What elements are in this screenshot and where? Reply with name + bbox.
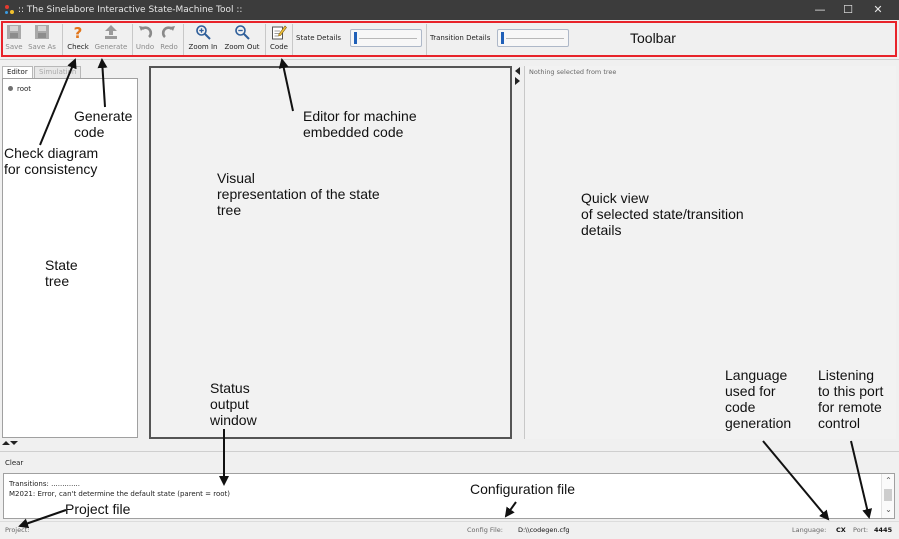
tree-node-icon [8, 86, 13, 91]
output-toolbar: Clear [0, 451, 899, 473]
output-line: Transitions: ............. [9, 480, 81, 488]
annotation-code-editor: Editor for machine embedded code [303, 108, 417, 140]
tab-simulation[interactable]: Simulation [34, 66, 82, 78]
title-bar: :: The Sinelabore Interactive State-Mach… [0, 0, 899, 20]
details-empty-text: Nothing selected from tree [529, 68, 617, 76]
window-title: :: The Sinelabore Interactive State-Mach… [18, 5, 243, 15]
output-divider[interactable] [2, 440, 18, 448]
scroll-down-icon[interactable]: ⌄ [885, 505, 892, 514]
port-label: Port: [853, 526, 869, 534]
annotation-listening-port: Listening to this port for remote contro… [818, 367, 884, 431]
toolbar-separator [62, 24, 63, 56]
minimize-button[interactable]: — [814, 3, 826, 16]
annotation-language: Language used for code generation [725, 367, 792, 431]
svg-text:?: ? [74, 24, 83, 40]
language-value: CX [836, 526, 846, 534]
tree-item-label: root [17, 85, 32, 93]
toolbar-highlight-box [1, 21, 897, 57]
zoom-in-button[interactable]: Zoom In [186, 23, 220, 57]
code-button[interactable]: Code [267, 23, 291, 57]
language-label: Language: [792, 526, 827, 534]
port-value: 4445 [874, 526, 893, 534]
project-label: Project: [5, 526, 30, 534]
redo-icon [161, 26, 175, 38]
annotation-check-diagram: Check diagram for consistency [4, 145, 99, 177]
toolbar-separator [183, 24, 184, 56]
redo-button[interactable]: Redo [158, 23, 180, 57]
annotation-toolbar: Toolbar [630, 30, 676, 46]
tab-editor[interactable]: Editor [2, 66, 33, 78]
transition-details-label: Transition Details [430, 34, 491, 42]
scroll-up-icon[interactable]: ⌃ [885, 476, 892, 485]
annotation-status-output: Status output window [210, 380, 257, 428]
resize-arrows-icon [2, 441, 18, 445]
save-as-icon [35, 25, 49, 39]
state-details-slider[interactable] [350, 29, 422, 47]
check-button[interactable]: ? Check [67, 24, 89, 51]
scrollbar-thumb[interactable] [884, 489, 892, 501]
generate-icon [105, 25, 117, 39]
save-as-button[interactable]: Save As [26, 23, 58, 57]
undo-button[interactable]: Undo [135, 23, 155, 57]
toolbar-separator [132, 24, 133, 56]
transition-details-slider[interactable] [497, 29, 569, 47]
slider-track [359, 38, 417, 39]
details-panel: Nothing selected from tree [524, 66, 896, 439]
maximize-button[interactable]: ☐ [843, 3, 853, 16]
save-icon [7, 25, 21, 39]
zoom-out-button[interactable]: Zoom Out [222, 23, 262, 57]
slider-thumb[interactable] [354, 32, 357, 44]
code-editor-icon [272, 25, 287, 40]
panel-splitter[interactable] [513, 66, 523, 439]
state-details-label: State Details [296, 34, 342, 42]
slider-thumb[interactable] [501, 32, 504, 44]
tree-item-root[interactable]: root [8, 85, 31, 93]
toolbar: Save Save As ? Check Generate Undo Redo … [0, 20, 899, 60]
undo-icon [139, 26, 153, 38]
diagram-canvas[interactable] [149, 66, 512, 439]
question-mark-icon: ? [74, 24, 83, 40]
status-output-window[interactable]: Transitions: ............. M2021: Error,… [3, 473, 895, 519]
config-file-label: Config File: [467, 526, 503, 534]
annotation-configuration-file: Configuration file [470, 481, 576, 497]
zoom-in-icon [196, 25, 211, 40]
annotation-state-tree: State tree [45, 257, 78, 289]
collapse-arrows-icon [515, 67, 520, 85]
save-button[interactable]: Save [4, 23, 24, 57]
annotation-project-file: Project file [65, 501, 131, 517]
config-file-value: D:\\codegen.cfg [518, 526, 570, 534]
toolbar-separator [292, 24, 293, 56]
output-line: M2021: Error, can't determine the defaul… [9, 490, 230, 498]
toolbar-separator [426, 24, 427, 56]
clear-button[interactable]: Clear [5, 459, 24, 467]
generate-button[interactable]: Generate [92, 23, 130, 57]
app-icon [5, 5, 15, 15]
status-bar: Project: Config File: D:\\codegen.cfg La… [0, 521, 899, 537]
output-scrollbar[interactable]: ⌃ ⌄ [881, 474, 894, 518]
zoom-out-icon [235, 25, 250, 40]
annotation-generate-code: Generate code [74, 108, 133, 140]
toolbar-separator [265, 24, 266, 56]
annotation-quick-view: Quick view of selected state/transition … [581, 190, 744, 238]
slider-track [506, 38, 564, 39]
close-button[interactable]: ✕ [873, 3, 883, 16]
annotation-visual-representation: Visual representation of the state tree [217, 170, 380, 218]
